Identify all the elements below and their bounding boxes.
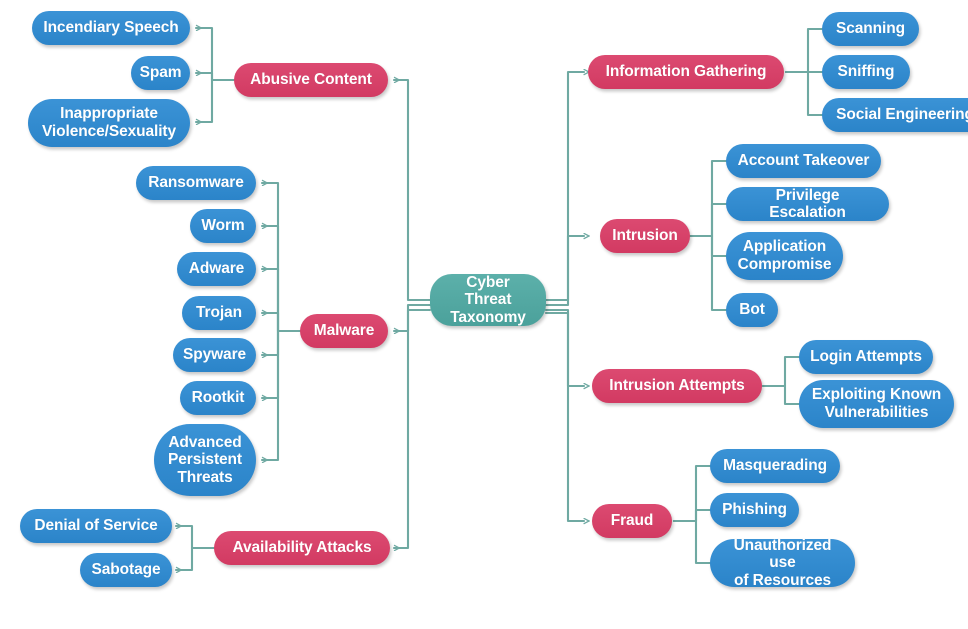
node-root-cyber-threat-taxonomy[interactable]: Cyber Threat Taxonomy — [430, 274, 546, 326]
node-leaf-application-compromise[interactable]: Application Compromise — [726, 232, 843, 280]
node-branch-intrusion-attempts[interactable]: Intrusion Attempts — [592, 369, 762, 403]
node-leaf-spyware[interactable]: Spyware — [173, 338, 256, 372]
node-leaf-advanced-persistent-threats[interactable]: Advanced Persistent Threats — [154, 424, 256, 496]
node-leaf-sniffing[interactable]: Sniffing — [822, 55, 910, 89]
node-leaf-inappropriate-violence-sexuality[interactable]: Inappropriate Violence/Sexuality — [28, 99, 190, 147]
node-branch-malware[interactable]: Malware — [300, 314, 388, 348]
node-leaf-unauthorized-use-of-resources[interactable]: Unauthorized use of Resources — [710, 537, 855, 589]
node-leaf-denial-of-service[interactable]: Denial of Service — [20, 509, 172, 543]
node-leaf-ransomware[interactable]: Ransomware — [136, 166, 256, 200]
node-leaf-social-engineering[interactable]: Social Engineering — [822, 98, 968, 132]
node-branch-information-gathering[interactable]: Information Gathering — [588, 55, 784, 89]
node-leaf-account-takeover[interactable]: Account Takeover — [726, 144, 881, 178]
node-branch-intrusion[interactable]: Intrusion — [600, 219, 690, 253]
node-leaf-scanning[interactable]: Scanning — [822, 12, 919, 46]
node-leaf-worm[interactable]: Worm — [190, 209, 256, 243]
node-leaf-trojan[interactable]: Trojan — [182, 296, 256, 330]
node-leaf-bot[interactable]: Bot — [726, 293, 778, 327]
node-leaf-adware[interactable]: Adware — [177, 252, 256, 286]
node-branch-abusive-content[interactable]: Abusive Content — [234, 63, 388, 97]
node-leaf-phishing[interactable]: Phishing — [710, 493, 799, 527]
node-leaf-exploiting-known-vulnerabilities[interactable]: Exploiting Known Vulnerabilities — [799, 380, 954, 428]
node-leaf-rootkit[interactable]: Rootkit — [180, 381, 256, 415]
node-leaf-login-attempts[interactable]: Login Attempts — [799, 340, 933, 374]
node-leaf-privilege-escalation[interactable]: Privilege Escalation — [726, 187, 889, 221]
node-branch-fraud[interactable]: Fraud — [592, 504, 672, 538]
node-leaf-spam[interactable]: Spam — [131, 56, 190, 90]
node-leaf-sabotage[interactable]: Sabotage — [80, 553, 172, 587]
node-branch-availability-attacks[interactable]: Availability Attacks — [214, 531, 390, 565]
node-leaf-incendiary-speech[interactable]: Incendiary Speech — [32, 11, 190, 45]
node-leaf-masquerading[interactable]: Masquerading — [710, 449, 840, 483]
